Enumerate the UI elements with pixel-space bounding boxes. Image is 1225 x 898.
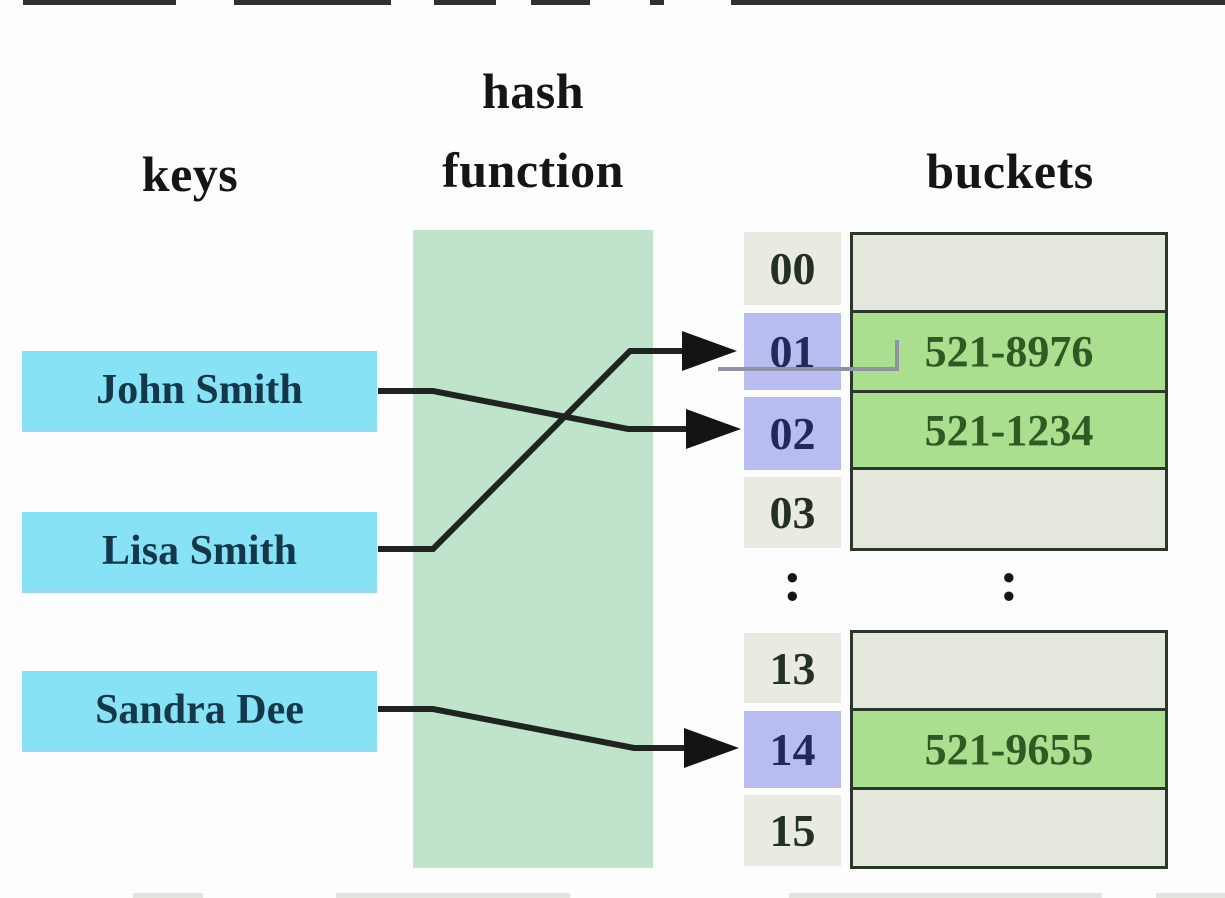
bucket-row-empty: [853, 633, 1165, 708]
bucket-row-empty: [853, 235, 1165, 310]
bucket-ellipsis: :: [999, 548, 1019, 613]
key-label: Sandra Dee: [95, 687, 304, 733]
bucket-row-empty: [853, 467, 1165, 544]
index-cell-14: 14: [744, 711, 841, 788]
top-edge-artifact: [731, 0, 1225, 5]
bottom-edge-artifact: [133, 893, 203, 898]
bucket-row-521-1234: 521-1234: [853, 390, 1165, 467]
key-box-lisa-smith: Lisa Smith: [22, 512, 377, 593]
key-box-john-smith: John Smith: [22, 351, 377, 432]
top-edge-artifact: [234, 0, 391, 5]
bucket-row-empty: [853, 787, 1165, 863]
index-cell-03: 03: [744, 477, 841, 548]
top-edge-artifact: [531, 0, 590, 5]
index-cell-02: 02: [744, 397, 841, 470]
bottom-edge-artifact: [789, 893, 1102, 898]
index-cell-00: 00: [744, 232, 841, 305]
hash-function-header: hash function: [442, 63, 624, 198]
index-cell-15: 15: [744, 795, 841, 866]
top-edge-artifact: [434, 0, 496, 5]
buckets-header: buckets: [926, 143, 1094, 199]
bottom-edge-artifact: [1156, 893, 1225, 898]
key-label: John Smith: [96, 367, 303, 413]
hash-function-box: [413, 230, 653, 868]
index-cell-01: 01: [744, 313, 841, 390]
top-edge-artifact: [650, 0, 664, 5]
top-edge-artifact: [23, 0, 176, 5]
keys-header: keys: [141, 146, 239, 202]
index-ellipsis: :: [782, 548, 803, 613]
key-label: Lisa Smith: [102, 528, 297, 574]
key-box-sandra-dee: Sandra Dee: [22, 671, 377, 752]
bucket-table-bottom: 521-9655: [850, 630, 1168, 869]
index-cell-13: 13: [744, 633, 841, 703]
bucket-row-521-8976: 521-8976: [853, 310, 1165, 390]
bucket-row-521-9655: 521-9655: [853, 708, 1165, 787]
bottom-edge-artifact: [336, 893, 570, 898]
